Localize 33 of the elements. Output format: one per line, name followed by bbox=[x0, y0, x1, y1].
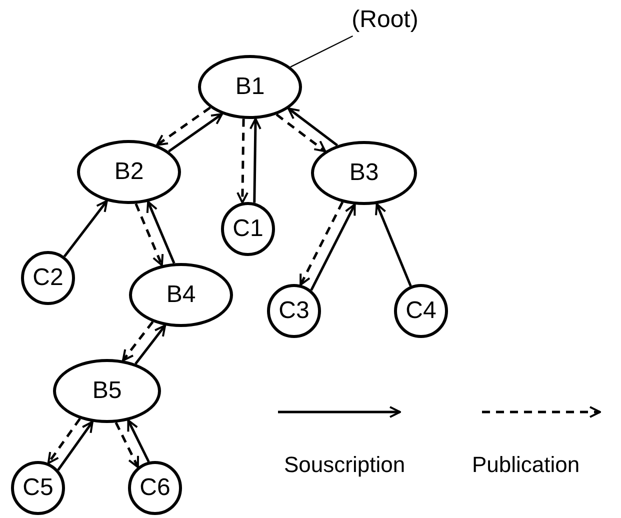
client-circle bbox=[11, 461, 65, 515]
client-circle bbox=[221, 202, 275, 256]
node-label: B3 bbox=[349, 159, 379, 187]
node-label: B2 bbox=[114, 158, 144, 186]
node-label: C4 bbox=[406, 297, 436, 325]
node-label: B5 bbox=[92, 377, 122, 405]
leader-line bbox=[290, 35, 354, 68]
arrow bbox=[156, 106, 211, 146]
node-label: C3 bbox=[278, 297, 310, 325]
arrow bbox=[310, 204, 356, 291]
arrow bbox=[276, 114, 326, 152]
arrow bbox=[57, 420, 94, 471]
legend-label: Publication bbox=[472, 452, 580, 478]
legend-label: Souscription bbox=[284, 452, 406, 478]
node-label: C6 bbox=[140, 474, 170, 502]
arrow bbox=[287, 108, 338, 146]
node-label: B1 bbox=[235, 73, 265, 101]
arrow bbox=[47, 418, 81, 464]
node-label: B4 bbox=[166, 281, 196, 309]
arrow bbox=[236, 118, 248, 204]
node-label: C1 bbox=[232, 215, 264, 243]
arrow bbox=[249, 118, 262, 203]
arrow bbox=[375, 203, 412, 287]
client-circle bbox=[394, 284, 448, 338]
client-circle bbox=[128, 461, 182, 515]
node-label: (Root) bbox=[343, 4, 427, 36]
arrow bbox=[134, 324, 166, 365]
arrow bbox=[114, 422, 140, 468]
node-label: C5 bbox=[22, 474, 54, 502]
node-label: C2 bbox=[32, 264, 64, 292]
client-circle bbox=[21, 251, 75, 305]
arrow bbox=[168, 112, 224, 152]
client-circle bbox=[267, 284, 321, 338]
